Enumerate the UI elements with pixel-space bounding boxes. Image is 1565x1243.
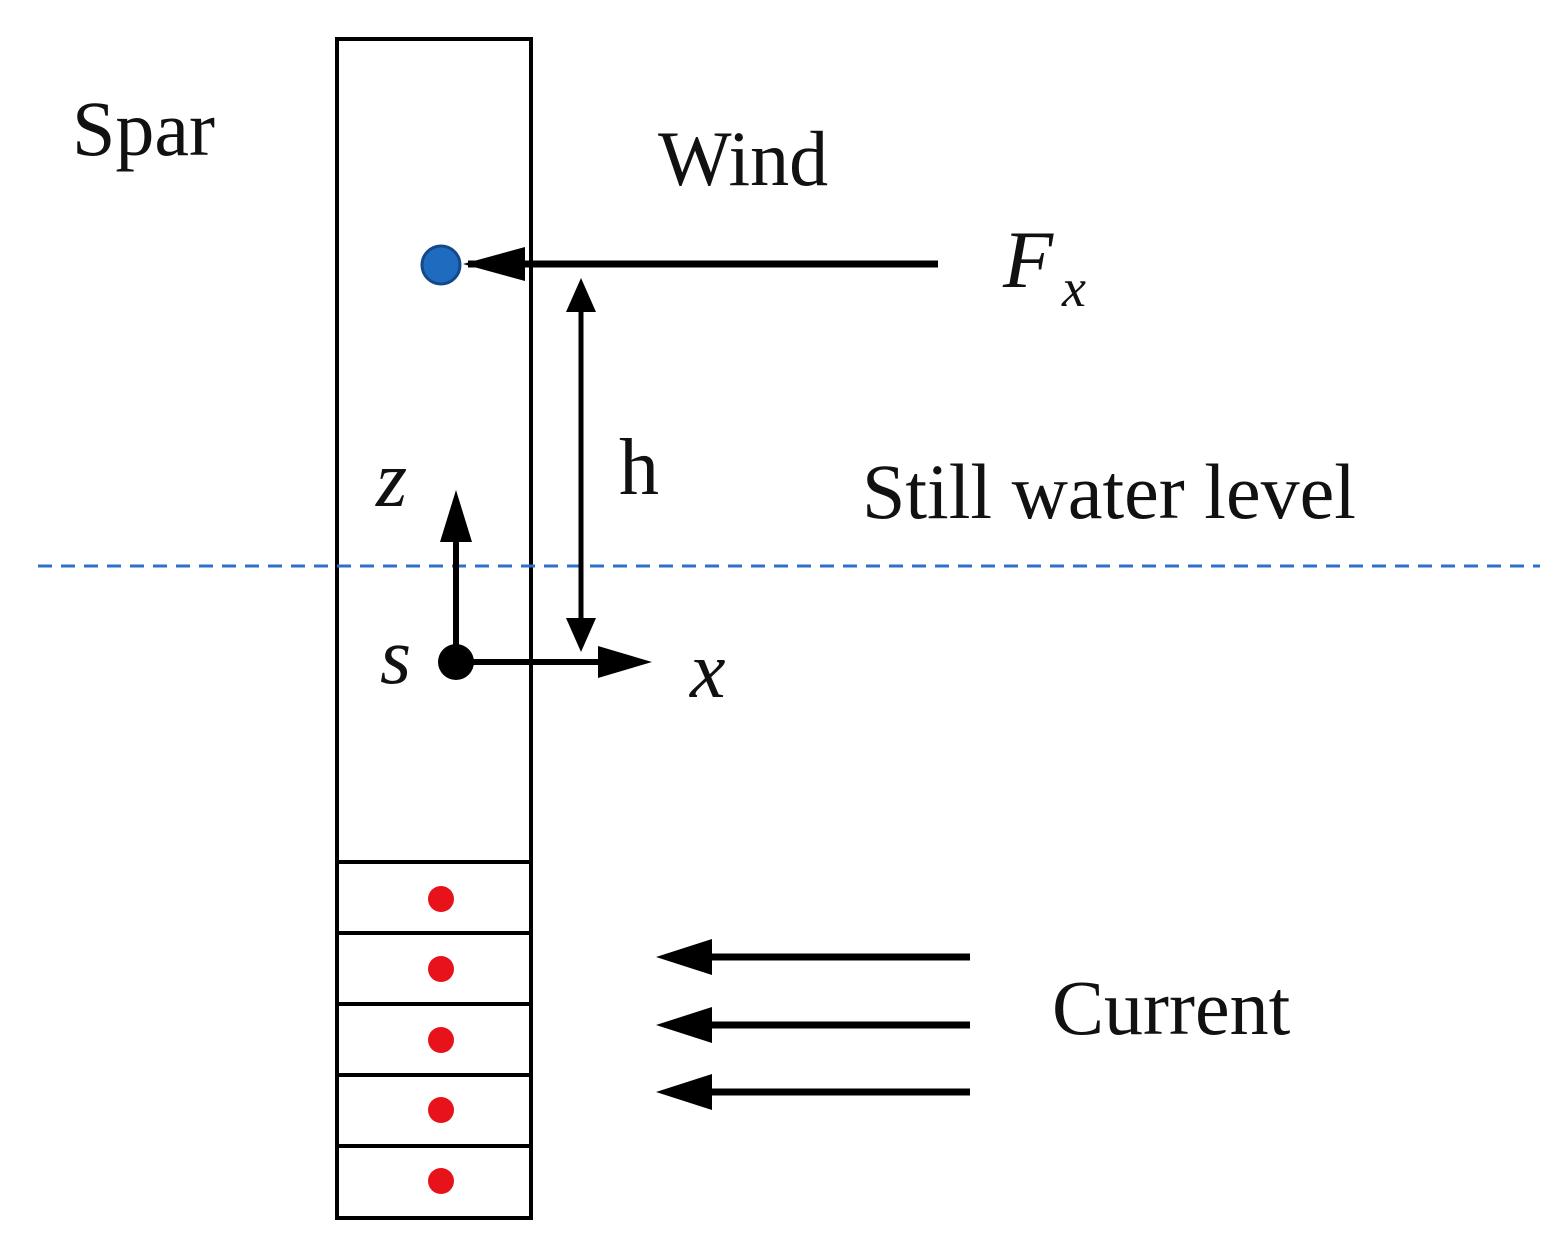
wind-load-point [420,244,462,286]
force-label: F [1002,214,1054,305]
spar-body [335,37,533,1220]
height-label: h [619,424,659,512]
still-water-level-label: Still water level [862,448,1356,535]
origin-point [438,644,474,680]
current-load-point [428,886,454,912]
current-load-point [428,1027,454,1053]
height-arrow-top [566,278,596,312]
wind-label: Wind [658,115,828,202]
current-label: Current [1052,964,1291,1051]
wind-force-arrowhead [463,247,525,281]
current-load-point [428,956,454,982]
current-arrowhead [656,1007,712,1043]
current-arrows [656,939,970,1110]
current-load-point [428,1168,454,1194]
x-axis-arrowhead [598,646,652,678]
spar-label: Spar [72,85,215,172]
height-arrow-bottom [566,618,596,652]
current-load-point [428,1097,454,1123]
origin-label: s [380,613,411,701]
z-axis-label: z [375,436,407,524]
x-axis-label: x [689,627,726,715]
current-arrowhead [656,939,712,975]
current-load-points [428,886,454,1194]
current-arrowhead [656,1074,712,1110]
spar-segments [337,860,531,1148]
z-axis-arrowhead [440,490,472,542]
force-symbol: F [1002,214,1054,305]
force-subscript: x [1061,258,1086,318]
